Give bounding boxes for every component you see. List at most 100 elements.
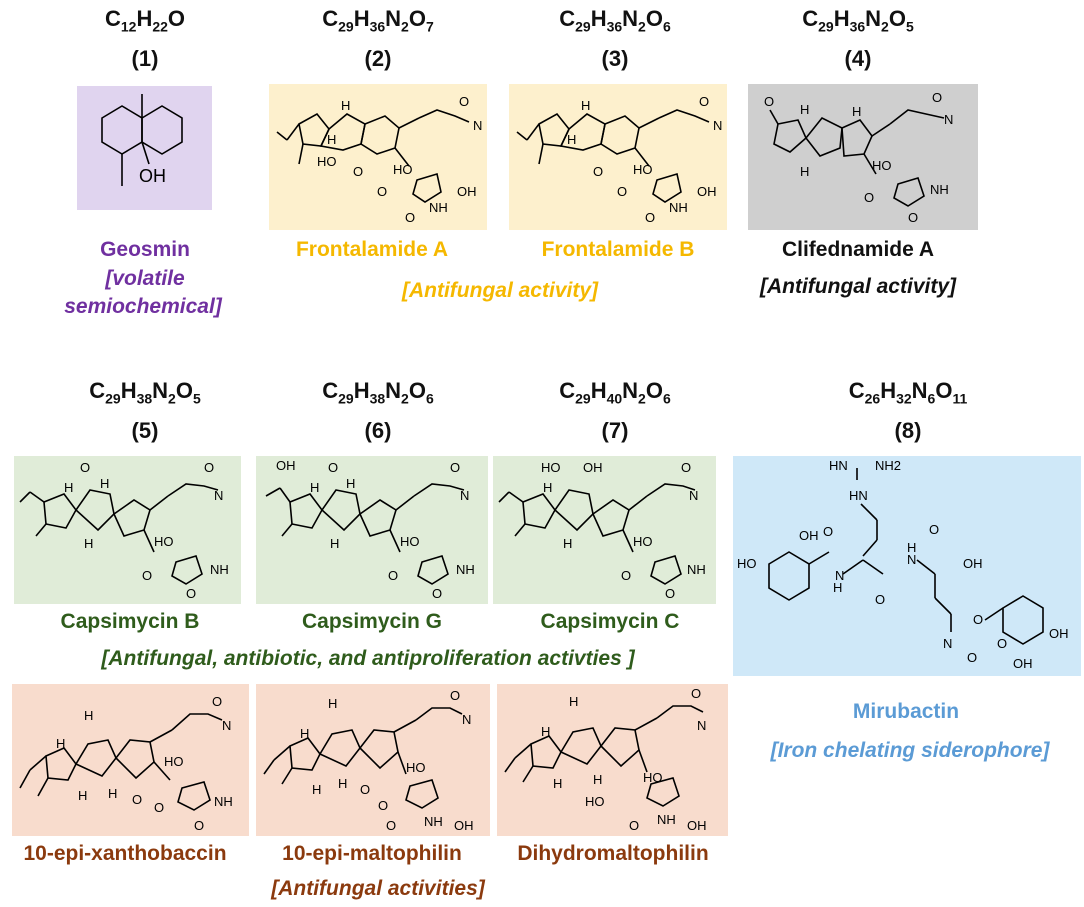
clifednamide-a-name: Clifednamide A — [781, 238, 935, 261]
capsimycin-c-name: Capsimycin C — [540, 610, 680, 633]
svg-text:O: O — [665, 586, 675, 601]
frontalamide-a-name: Frontalamide A — [295, 238, 449, 261]
svg-text:HO: HO — [585, 794, 605, 809]
svg-text:H: H — [563, 536, 572, 551]
svg-text:H: H — [330, 536, 339, 551]
dihydromaltophilin-name: Dihydromaltophilin — [517, 842, 709, 865]
svg-text:OH: OH — [276, 458, 296, 473]
formula-2: C29H36N2O7 — [322, 6, 434, 35]
svg-text:N: N — [222, 718, 231, 733]
svg-text:H: H — [852, 104, 861, 119]
compound-number-6: (6) — [364, 418, 392, 443]
10-epi-maltophilin-structure: H H H H O O N HO NH OH O O — [256, 684, 490, 836]
10-epi-maltophilin-name: 10-epi-maltophilin — [282, 842, 462, 865]
10-epi-xanthobaccin-name: 10-epi-xanthobaccin — [23, 842, 227, 865]
formula-1: C12H22O — [104, 6, 186, 35]
svg-text:NH: NH — [210, 562, 229, 577]
svg-text:O: O — [154, 800, 164, 815]
compound-number-3: (3) — [601, 46, 629, 71]
svg-text:N: N — [944, 112, 953, 127]
compound-number-5: (5) — [131, 418, 159, 443]
capsimycin-b-name: Capsimycin B — [60, 610, 200, 633]
svg-text:HO: HO — [872, 158, 892, 173]
svg-text:O: O — [864, 190, 874, 205]
svg-text:O: O — [908, 210, 918, 225]
svg-text:O: O — [194, 818, 204, 833]
formula-5: C29H38N2O5 — [89, 378, 201, 407]
svg-text:N: N — [943, 636, 952, 651]
svg-text:H: H — [341, 98, 350, 113]
svg-text:H: H — [593, 772, 602, 787]
svg-text:HO: HO — [317, 154, 337, 169]
svg-text:NH: NH — [429, 200, 448, 215]
svg-text:NH: NH — [424, 814, 443, 829]
svg-text:H: H — [300, 726, 309, 741]
svg-text:OH: OH — [1049, 626, 1069, 641]
svg-text:N: N — [835, 568, 844, 583]
svg-text:NH: NH — [657, 812, 676, 827]
svg-text:N: N — [907, 552, 916, 567]
svg-text:O: O — [621, 568, 631, 583]
10-epi-xanthobaccin-structure: H H H H O O N HO NH O O — [12, 684, 249, 836]
svg-text:H: H — [907, 540, 916, 555]
svg-text:NH: NH — [214, 794, 233, 809]
svg-text:O: O — [629, 818, 639, 833]
svg-text:OH: OH — [454, 818, 474, 833]
svg-text:NH: NH — [687, 562, 706, 577]
svg-text:OH: OH — [697, 184, 717, 199]
svg-text:NH: NH — [669, 200, 688, 215]
compound-number-4: (4) — [844, 46, 872, 71]
svg-text:O: O — [450, 688, 460, 703]
mirubactin-name: Mirubactin — [852, 700, 960, 723]
svg-text:N: N — [713, 118, 722, 133]
clifednamide-activity: [Antifungal activity] — [759, 275, 957, 298]
svg-text:N: N — [460, 488, 469, 503]
svg-text:H: H — [108, 786, 117, 801]
svg-text:O: O — [459, 94, 469, 109]
svg-text:O: O — [699, 94, 709, 109]
svg-text:O: O — [405, 210, 415, 225]
svg-text:O: O — [593, 164, 603, 179]
svg-text:O: O — [212, 694, 222, 709]
svg-text:H: H — [100, 476, 109, 491]
svg-text:NH: NH — [456, 562, 475, 577]
svg-text:H: H — [581, 98, 590, 113]
svg-text:O: O — [967, 650, 977, 665]
svg-text:O: O — [353, 164, 363, 179]
svg-text:HO: HO — [400, 534, 420, 549]
svg-text:HN: HN — [829, 458, 848, 473]
svg-text:O: O — [617, 184, 627, 199]
geosmin-activity-line1: [volatile — [105, 267, 185, 290]
svg-text:O: O — [973, 612, 983, 627]
dihydromaltophilin-structure: H H H H HO O N HO NH OH O — [497, 684, 728, 836]
svg-text:H: H — [800, 102, 809, 117]
mirubactin-activity: [Iron chelating siderophore] — [770, 739, 1050, 762]
compound-number-8: (8) — [894, 418, 922, 443]
svg-text:O: O — [360, 782, 370, 797]
compound-number-7: (7) — [601, 418, 629, 443]
svg-text:H: H — [328, 696, 337, 711]
formula-4: C29H36N2O5 — [802, 6, 914, 35]
frontalamide-b-name: Frontalamide B — [541, 238, 695, 261]
svg-text:H: H — [78, 788, 87, 803]
svg-text:O: O — [204, 460, 214, 475]
geosmin-structure: OH — [77, 86, 212, 210]
capsimycin-g-structure: OH O H H H O N HO NH O O — [256, 456, 488, 604]
svg-text:OH: OH — [963, 556, 983, 571]
capsimycin-activity: [Antifungal, antibiotic, and antiprolife… — [101, 647, 635, 670]
svg-text:N: N — [462, 712, 471, 727]
svg-text:O: O — [80, 460, 90, 475]
svg-text:O: O — [997, 636, 1007, 651]
svg-text:HO: HO — [154, 534, 174, 549]
mirubactin-structure: HN NH2 HN HO OH O N H O N H O OH N O O O… — [733, 456, 1081, 676]
svg-text:HO: HO — [737, 556, 757, 571]
capsimycin-b-structure: O H H H O N HO NH O O — [14, 456, 241, 604]
formula-3: C29H36N2O6 — [559, 6, 671, 35]
svg-text:HO: HO — [393, 162, 413, 177]
svg-text:HO: HO — [541, 460, 561, 475]
svg-text:H: H — [84, 536, 93, 551]
svg-text:H: H — [310, 480, 319, 495]
svg-text:O: O — [378, 798, 388, 813]
svg-text:H: H — [553, 776, 562, 791]
svg-text:H: H — [800, 164, 809, 179]
